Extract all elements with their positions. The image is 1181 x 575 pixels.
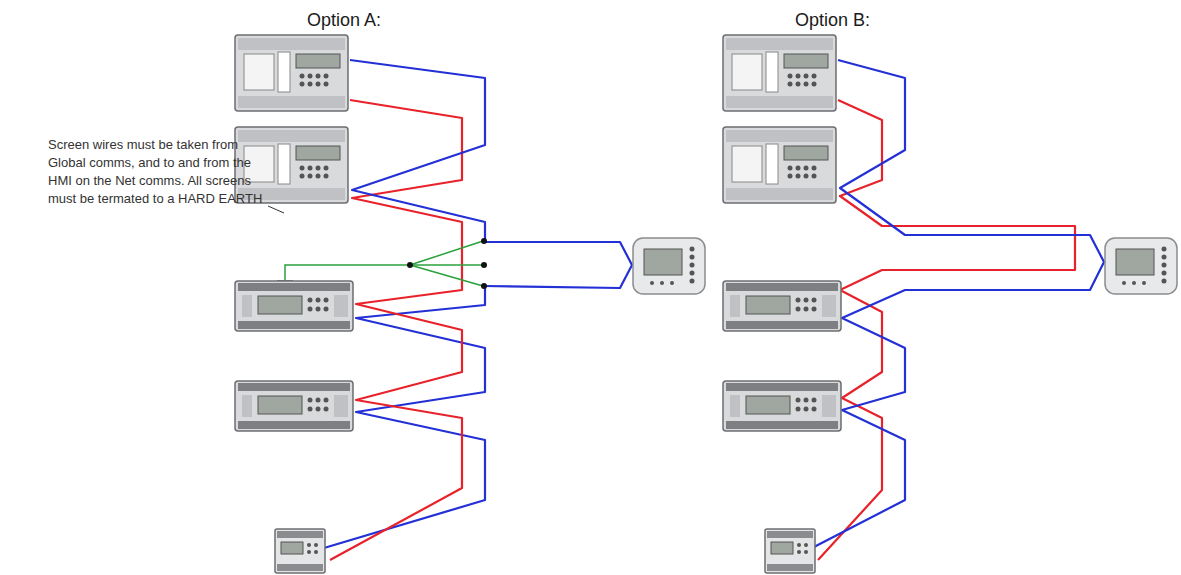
controller	[723, 35, 836, 111]
option-a-wires	[324, 60, 632, 560]
red-wire	[818, 100, 1075, 560]
controller	[235, 381, 353, 431]
hmi-panel	[633, 238, 705, 294]
controller	[235, 281, 353, 331]
blue-wire-hmi	[485, 242, 632, 288]
controller	[275, 529, 325, 573]
blue-wire	[812, 60, 1104, 548]
controller	[723, 281, 841, 331]
junction-dots	[407, 238, 487, 289]
controller	[235, 35, 348, 111]
hmi-panel	[1105, 238, 1177, 294]
controller	[765, 529, 815, 573]
note-text: Screen wires must be taken from Global c…	[48, 136, 263, 208]
option-heading: Option B:	[795, 10, 870, 31]
controller	[723, 127, 836, 203]
red-wire	[350, 100, 462, 262]
option-heading: Option A:	[307, 10, 381, 31]
controller	[723, 381, 841, 431]
leader-line	[268, 206, 284, 213]
earth-wires	[285, 241, 483, 286]
blue-wire	[350, 60, 485, 242]
option-b-wires	[812, 60, 1104, 560]
